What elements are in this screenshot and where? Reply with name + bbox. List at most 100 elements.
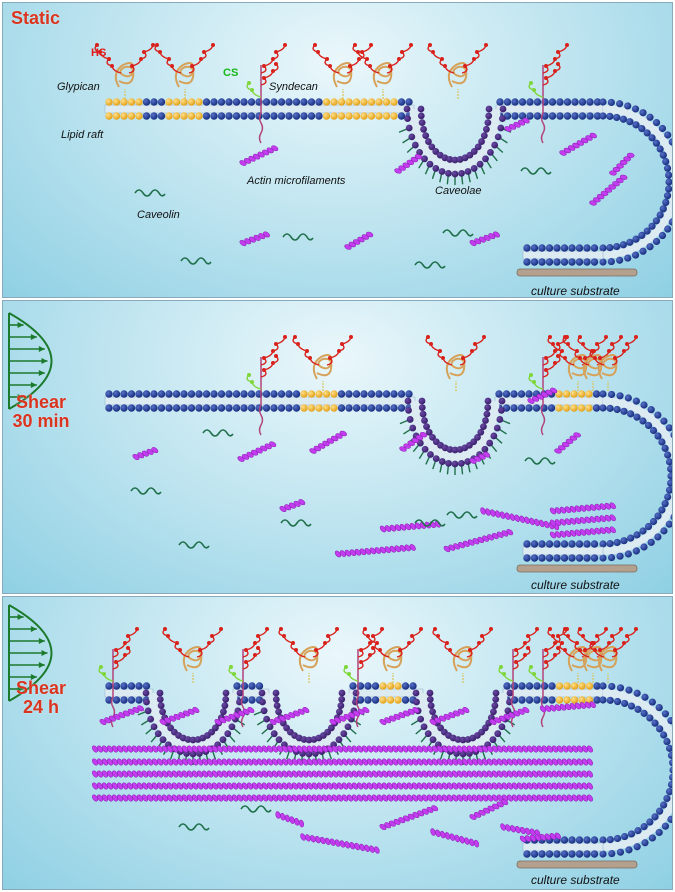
actin-monomer xyxy=(302,794,308,802)
caveola-head xyxy=(273,702,281,710)
raft-head xyxy=(345,112,353,120)
actin-monomer xyxy=(432,758,438,766)
glycan-bead xyxy=(575,641,579,645)
actin-monomer xyxy=(102,745,108,753)
actin-monomer xyxy=(337,782,343,790)
caveolin-label: Caveolin xyxy=(137,209,180,221)
lipid-head xyxy=(232,98,241,106)
flow-profile xyxy=(8,312,53,410)
glycan-bead xyxy=(563,648,567,652)
glycan-bead xyxy=(566,634,570,638)
lipid-head xyxy=(105,682,113,690)
actin-monomer xyxy=(317,758,323,766)
actin-monomer xyxy=(377,758,383,766)
lipid-head xyxy=(661,822,670,830)
actin-monomer xyxy=(509,513,516,521)
lipid-head xyxy=(640,543,648,551)
actin-monomer xyxy=(457,745,463,753)
glycan-bead xyxy=(262,64,266,68)
actin-monomer xyxy=(362,758,368,766)
glycan-bead xyxy=(155,43,159,47)
stage-label: Static xyxy=(11,8,61,28)
actin-monomer xyxy=(569,505,577,513)
actin-monomer xyxy=(549,531,557,539)
glycan-bead xyxy=(581,342,585,346)
actin-monomer xyxy=(454,834,460,843)
lipid-head xyxy=(349,682,357,690)
actin-monomer xyxy=(192,707,200,714)
actin-monomer xyxy=(574,529,582,537)
actin-monomer xyxy=(502,782,508,790)
lipid-head xyxy=(533,112,542,120)
caveolin-protein xyxy=(178,541,210,549)
actin-monomer xyxy=(554,448,562,454)
actin-filament xyxy=(92,794,593,802)
lipid-head xyxy=(120,390,128,398)
actin-monomer xyxy=(467,745,473,753)
raft-head xyxy=(105,98,113,106)
lipid-head xyxy=(627,830,636,838)
actin-monomer xyxy=(162,770,168,778)
glycan-bead xyxy=(359,648,363,652)
lipid-head xyxy=(599,540,607,548)
glycan-bead xyxy=(461,356,465,360)
actin-monomer xyxy=(547,770,553,778)
glycan-bead xyxy=(428,43,432,47)
raft-head xyxy=(187,98,196,106)
lipid-head xyxy=(631,251,640,259)
glycan-chain xyxy=(357,647,376,670)
actin-monomer xyxy=(237,758,243,766)
glycan-chain xyxy=(260,355,279,378)
actin-monomer xyxy=(182,794,188,802)
actin-monomer xyxy=(312,782,318,790)
glycan-bead xyxy=(313,43,317,47)
glycan-bead xyxy=(344,665,348,669)
lipid-head xyxy=(142,112,151,120)
lipid-head xyxy=(135,696,143,704)
glycan-bead xyxy=(363,627,367,631)
actin-monomer xyxy=(572,794,578,802)
caveolin-protein xyxy=(520,167,552,175)
actin-monomer xyxy=(565,438,574,444)
lipid-head xyxy=(599,112,607,120)
glycan-bead xyxy=(598,648,602,652)
glycan-bead xyxy=(335,627,339,631)
caveola-head xyxy=(338,695,346,703)
actin-monomer xyxy=(596,194,605,200)
lipid-head xyxy=(135,404,143,412)
actin-monomer xyxy=(554,531,562,538)
lipid-head xyxy=(165,404,173,412)
actin-monomer xyxy=(344,841,351,849)
lipid-head xyxy=(672,724,673,731)
lipid-head xyxy=(405,390,413,398)
actin-monomer xyxy=(132,794,138,802)
lipid-head xyxy=(556,112,564,120)
actin-monomer xyxy=(402,794,408,802)
actin-monomer xyxy=(522,758,528,766)
lipid-head xyxy=(643,227,651,235)
actin-monomer xyxy=(162,758,168,766)
raft-head xyxy=(577,390,586,398)
glycan-bead xyxy=(544,660,548,664)
glycan-bead xyxy=(368,64,372,68)
actin-monomer xyxy=(397,794,403,802)
lipid-head xyxy=(510,404,518,412)
actin-monomer xyxy=(282,770,288,778)
actin-monomer xyxy=(604,514,611,522)
lipid-head xyxy=(202,112,211,120)
raft-head xyxy=(127,98,136,106)
actin-monomer xyxy=(483,451,491,458)
actin-monomer xyxy=(277,745,283,753)
actin-monomer xyxy=(177,758,183,766)
actin-monomer xyxy=(302,707,310,714)
actin-monomer xyxy=(362,794,368,802)
glycan-bead xyxy=(595,634,599,638)
glycan-chain xyxy=(112,647,131,670)
caveolin-protein xyxy=(130,487,162,495)
actin-monomer xyxy=(417,794,423,802)
glycan-bead xyxy=(163,627,167,631)
actin-monomer xyxy=(589,701,596,708)
actin-monomer xyxy=(599,527,606,534)
actin-monomer xyxy=(577,782,583,790)
lipid-head xyxy=(120,682,128,690)
